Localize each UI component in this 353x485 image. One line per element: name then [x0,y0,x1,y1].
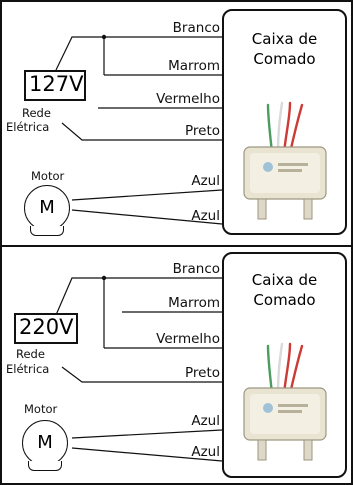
voltage-127v: 127V [24,70,86,101]
control-box-title-2: Comado [253,50,316,68]
capacitor-device-icon [243,101,327,220]
wire-label-branco: Branco [172,20,220,36]
motor-base-icon [30,226,64,236]
control-box: Caixa de Comado [222,252,347,478]
wire-label-marrom: Marrom [168,58,220,74]
wire-label-azul-2: Azul [191,444,220,460]
wire-label-marrom: Marrom [168,295,220,311]
control-box-title-1: Caixa de [251,30,318,48]
network-label-eletrica: Elétrica [6,120,50,134]
voltage-220v: 220V [14,313,78,344]
capacitor-device-icon [243,342,327,461]
motor-label: Motor [24,402,58,416]
wire-label-vermelho: Vermelho [156,331,220,347]
wire-label-azul-1: Azul [191,173,220,189]
panel-divider [0,245,353,247]
motor-symbol-icon: M [24,185,70,231]
network-label-rede: Rede [22,106,51,120]
wire-label-branco: Branco [172,261,220,277]
control-box-title-1: Caixa de [251,271,318,289]
network-label-rede: Rede [16,347,45,361]
network-label-eletrica: Elétrica [6,362,50,376]
wire-label-vermelho: Vermelho [156,91,220,107]
motor-symbol-text: M [39,197,55,218]
control-box-title-2: Comado [253,291,316,309]
wire-label-preto: Preto [184,123,220,139]
motor-label: Motor [31,169,65,183]
motor-base-icon [28,461,62,471]
wire-label-preto: Preto [184,365,220,381]
wire-label-azul-1: Azul [191,413,220,429]
wire-label-azul-2: Azul [191,208,220,224]
motor-symbol-text: M [37,432,53,453]
motor-symbol-icon: M [22,420,68,466]
control-box: Caixa de Comado [222,9,347,235]
